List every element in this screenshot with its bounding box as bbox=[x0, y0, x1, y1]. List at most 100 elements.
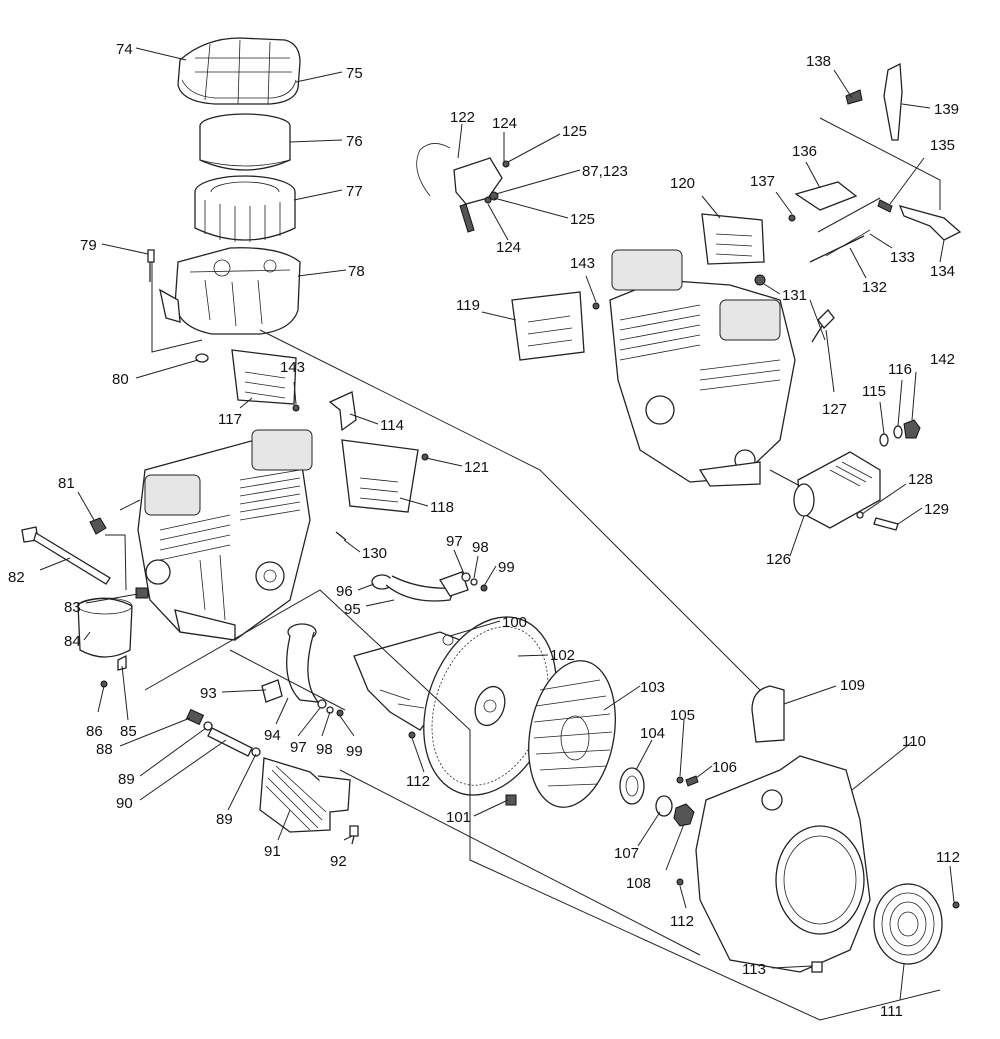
callout-96: 96 bbox=[336, 583, 353, 600]
callout-97a: 97 bbox=[446, 533, 463, 550]
callout-92: 92 bbox=[330, 853, 347, 870]
leader-142 bbox=[911, 371, 917, 421]
callout-110: 110 bbox=[902, 733, 926, 750]
cover-plate-119 bbox=[511, 291, 585, 361]
callout-81: 81 bbox=[58, 475, 75, 492]
engine-left bbox=[137, 429, 313, 641]
callout-105: 105 bbox=[670, 707, 695, 724]
throttle-assembly-122 bbox=[416, 143, 510, 233]
callout-122: 122 bbox=[450, 109, 475, 126]
leader-124b bbox=[487, 203, 509, 241]
bolt-79 bbox=[147, 249, 155, 282]
engine-right bbox=[609, 249, 796, 487]
starter-motor-126 bbox=[793, 451, 881, 529]
tube-88-90 bbox=[185, 708, 261, 757]
nut-142 bbox=[903, 419, 921, 439]
callout-84: 84 bbox=[64, 633, 81, 650]
leader-119 bbox=[481, 311, 517, 321]
callout-90: 90 bbox=[116, 795, 133, 812]
leader-105 bbox=[679, 719, 685, 777]
callout-143a: 143 bbox=[280, 359, 305, 376]
lever-134 bbox=[898, 205, 962, 241]
leader-130 bbox=[343, 539, 361, 553]
leader-101 bbox=[473, 799, 509, 817]
callout-74: 74 bbox=[116, 41, 133, 58]
callout-111: 111 bbox=[880, 1003, 903, 1020]
callout-142: 142 bbox=[930, 351, 955, 368]
callout-83: 83 bbox=[64, 599, 81, 616]
leader-77 bbox=[293, 189, 343, 201]
callout-78: 78 bbox=[348, 263, 365, 280]
leader-87-123 bbox=[495, 169, 581, 195]
screw-106 bbox=[685, 775, 699, 787]
leader-113 bbox=[771, 965, 813, 969]
leader-109 bbox=[783, 685, 837, 705]
guide-line-exhaust bbox=[144, 589, 941, 1021]
leader-93 bbox=[221, 689, 267, 693]
leader-108 bbox=[665, 823, 685, 871]
washer-97a bbox=[461, 572, 471, 582]
screw-112b bbox=[676, 878, 684, 886]
nut-101 bbox=[505, 794, 517, 806]
leader-95 bbox=[365, 599, 395, 607]
leader-121 bbox=[425, 457, 463, 467]
leader-86 bbox=[97, 685, 105, 713]
screw-112a bbox=[408, 731, 416, 739]
callout-labels: 74 75 76 77 78 79 80 81 82 83 84 85 86 8… bbox=[8, 41, 960, 1020]
dipstick-tube-82 bbox=[21, 526, 111, 585]
callout-114: 114 bbox=[380, 417, 404, 434]
callout-99a: 99 bbox=[498, 559, 515, 576]
leader-143b bbox=[585, 275, 597, 303]
callout-127: 127 bbox=[822, 401, 847, 418]
bolt-92 bbox=[349, 825, 359, 845]
leader-98a bbox=[473, 555, 479, 579]
leader-143a bbox=[293, 381, 297, 405]
callout-89b: 89 bbox=[216, 811, 233, 828]
bolt-143b bbox=[592, 302, 600, 310]
callout-108: 108 bbox=[626, 875, 651, 892]
leader-139 bbox=[901, 103, 931, 109]
leader-98b bbox=[321, 711, 331, 737]
air-filter-sleeve bbox=[199, 113, 291, 171]
leader-136 bbox=[805, 161, 821, 189]
callout-133: 133 bbox=[890, 249, 915, 266]
blower-housing-110 bbox=[695, 755, 871, 973]
leader-122 bbox=[457, 123, 463, 159]
leader-91 bbox=[277, 809, 291, 841]
bracket-136 bbox=[794, 181, 858, 211]
o-ring-80 bbox=[195, 353, 209, 363]
callout-94: 94 bbox=[264, 727, 281, 744]
callout-80: 80 bbox=[112, 371, 129, 388]
callout-76: 76 bbox=[346, 133, 363, 150]
oil-filter-84 bbox=[77, 597, 133, 658]
leader-134 bbox=[939, 239, 945, 263]
pin-130 bbox=[335, 531, 347, 541]
callout-118: 118 bbox=[430, 499, 454, 516]
washer-116 bbox=[893, 425, 903, 439]
rod-132 bbox=[809, 235, 865, 263]
callout-139: 139 bbox=[934, 101, 959, 118]
callout-106: 106 bbox=[712, 759, 737, 776]
callout-128: 128 bbox=[908, 471, 933, 488]
muffler-91 bbox=[259, 757, 351, 833]
leader-79 bbox=[101, 243, 149, 255]
callout-91: 91 bbox=[264, 843, 281, 860]
washer-107 bbox=[655, 795, 673, 817]
callout-101: 101 bbox=[446, 809, 471, 826]
callout-112b: 112 bbox=[670, 913, 694, 930]
bolt-137 bbox=[788, 214, 796, 222]
callout-119: 119 bbox=[456, 297, 480, 314]
callout-99b: 99 bbox=[346, 743, 363, 760]
callout-93: 93 bbox=[200, 685, 217, 702]
cover-plate-117 bbox=[231, 349, 297, 405]
flywheel-102 bbox=[423, 616, 557, 796]
leader-128 bbox=[861, 483, 907, 515]
cover-plate-120 bbox=[701, 213, 765, 265]
ring-104 bbox=[619, 767, 645, 805]
clip-85 bbox=[117, 654, 127, 671]
callout-112c: 112 bbox=[936, 849, 960, 866]
leader-112b bbox=[679, 885, 687, 909]
callout-100: 100 bbox=[502, 614, 527, 631]
air-cleaner-base bbox=[159, 247, 301, 335]
